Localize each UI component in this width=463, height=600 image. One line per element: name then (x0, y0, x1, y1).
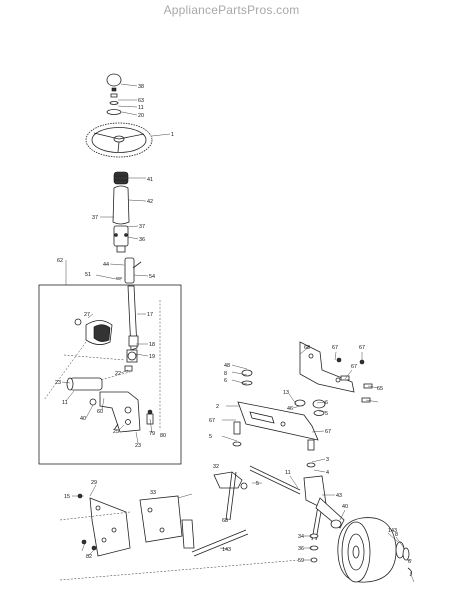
callout-29: 29 (91, 480, 97, 486)
callout-48: 48 (224, 363, 230, 369)
callout-23: 23 (55, 380, 61, 386)
callout-60: 60 (97, 409, 103, 415)
callout-37: 37 (92, 215, 98, 221)
callout-3: 3 (326, 457, 329, 463)
callout-2: 2 (216, 404, 219, 410)
callout-34: 34 (298, 534, 304, 540)
steering-wheel-icon (85, 73, 153, 158)
callout-65: 65 (377, 386, 383, 392)
callout-36: 36 (139, 237, 145, 243)
callout-40: 40 (80, 416, 86, 422)
callout-82: 82 (86, 554, 92, 560)
callout-37: 37 (139, 224, 145, 230)
callout-143: 143 (222, 547, 231, 553)
callout-43: 43 (336, 493, 342, 499)
gear-icon (113, 171, 129, 185)
callout-1: 1 (171, 132, 174, 138)
callout-67: 67 (325, 429, 331, 435)
callout-33: 33 (150, 490, 156, 496)
callout-11: 11 (62, 400, 68, 406)
callout-5: 5 (256, 481, 259, 487)
callout-25: 25 (113, 429, 119, 435)
callout-54: 54 (149, 274, 155, 280)
callout-68: 68 (222, 518, 228, 524)
callout-27: 27 (84, 312, 90, 318)
callout-17: 17 (147, 312, 153, 318)
callout-67: 67 (332, 345, 338, 351)
callout-8: 8 (395, 532, 398, 538)
callout-23: 23 (135, 443, 141, 449)
callout-36: 36 (298, 546, 304, 552)
callout-67: 67 (209, 418, 215, 424)
callout-22: 22 (115, 371, 121, 377)
callout-6: 6 (408, 559, 411, 565)
callout-67: 67 (351, 364, 357, 370)
callout-41: 41 (147, 177, 153, 183)
callout-5: 5 (209, 434, 212, 440)
callout-59: 59 (298, 558, 304, 564)
callout-6: 6 (325, 400, 328, 406)
callout-143: 143 (388, 528, 397, 534)
callout-67: 67 (359, 345, 365, 351)
callout-62: 62 (57, 258, 63, 264)
callout-11: 11 (285, 470, 291, 476)
callout-5: 5 (325, 411, 328, 417)
callout-68: 68 (304, 345, 310, 351)
callout-63: 63 (138, 98, 144, 104)
callout-13: 13 (283, 390, 289, 396)
callout-42: 42 (147, 199, 153, 205)
callout-18: 18 (149, 342, 155, 348)
callout-46: 46 (287, 406, 293, 412)
callout-4: 4 (326, 470, 329, 476)
wheel-icon (330, 517, 412, 583)
callout-15: 15 (64, 494, 70, 500)
callout-79: 79 (149, 431, 155, 437)
callout-8: 8 (224, 371, 227, 377)
callout-51: 51 (85, 272, 91, 278)
callout-80: 80 (160, 433, 166, 439)
callout-32: 32 (213, 464, 219, 470)
callout-40: 40 (342, 504, 348, 510)
callout-6: 6 (224, 378, 227, 384)
callout-20: 20 (138, 113, 144, 119)
callout-19: 19 (149, 354, 155, 360)
watermark: AppliancePartsPros.com (163, 3, 300, 17)
callout-38: 38 (138, 84, 144, 90)
callout-44: 44 (103, 262, 109, 268)
callout-11: 11 (138, 105, 144, 111)
